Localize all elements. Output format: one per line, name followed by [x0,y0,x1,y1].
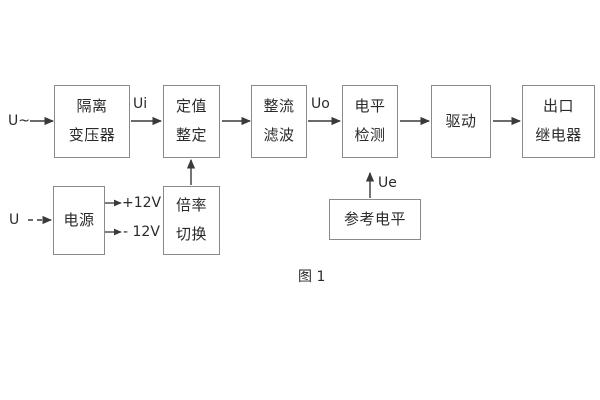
block-line: 整定 [175,126,207,144]
block-reference-level[interactable]: 参考电平 [329,199,421,240]
block-level-detection[interactable]: 电平 检测 [342,85,398,158]
block-line: 参考电平 [343,209,406,228]
block-rectify-filter[interactable]: 整流 滤波 [251,85,307,158]
block-line: 倍率 [175,196,207,215]
block-output-relay[interactable]: 出口 继电器 [522,85,595,158]
block-multiplier-switch[interactable]: 倍率 切换 [163,186,220,255]
block-power-supply[interactable]: 电源 [53,186,105,255]
block-line: 变压器 [68,126,116,144]
block-line: 出口 [542,97,574,116]
block-drive[interactable]: 驱动 [431,85,491,158]
label-dc-input: U [9,212,20,228]
label-signal-ui: Ui [133,96,148,112]
label-rail-negative: - 12V [123,224,160,240]
label-ac-input: U~ [8,113,30,129]
block-line: 整流 [263,97,295,116]
label-signal-uo: Uo [311,96,330,112]
label-signal-ue: Ue [378,175,397,191]
block-line: 滤波 [263,126,295,144]
block-line: 检测 [354,126,386,144]
figure-caption: 图 1 [298,269,326,285]
block-line: 电平 [354,97,386,116]
block-line: 继电器 [535,126,582,144]
block-line: 隔离 [76,97,108,116]
block-isolation-transformer[interactable]: 隔离 变压器 [54,85,130,158]
block-line: 定值 [175,97,207,116]
block-line: 驱动 [445,111,477,130]
label-rail-positive: +12V [122,195,162,211]
block-line: 切换 [175,225,207,243]
block-setting-value[interactable]: 定值 整定 [163,85,220,158]
block-line: 电源 [63,210,95,229]
